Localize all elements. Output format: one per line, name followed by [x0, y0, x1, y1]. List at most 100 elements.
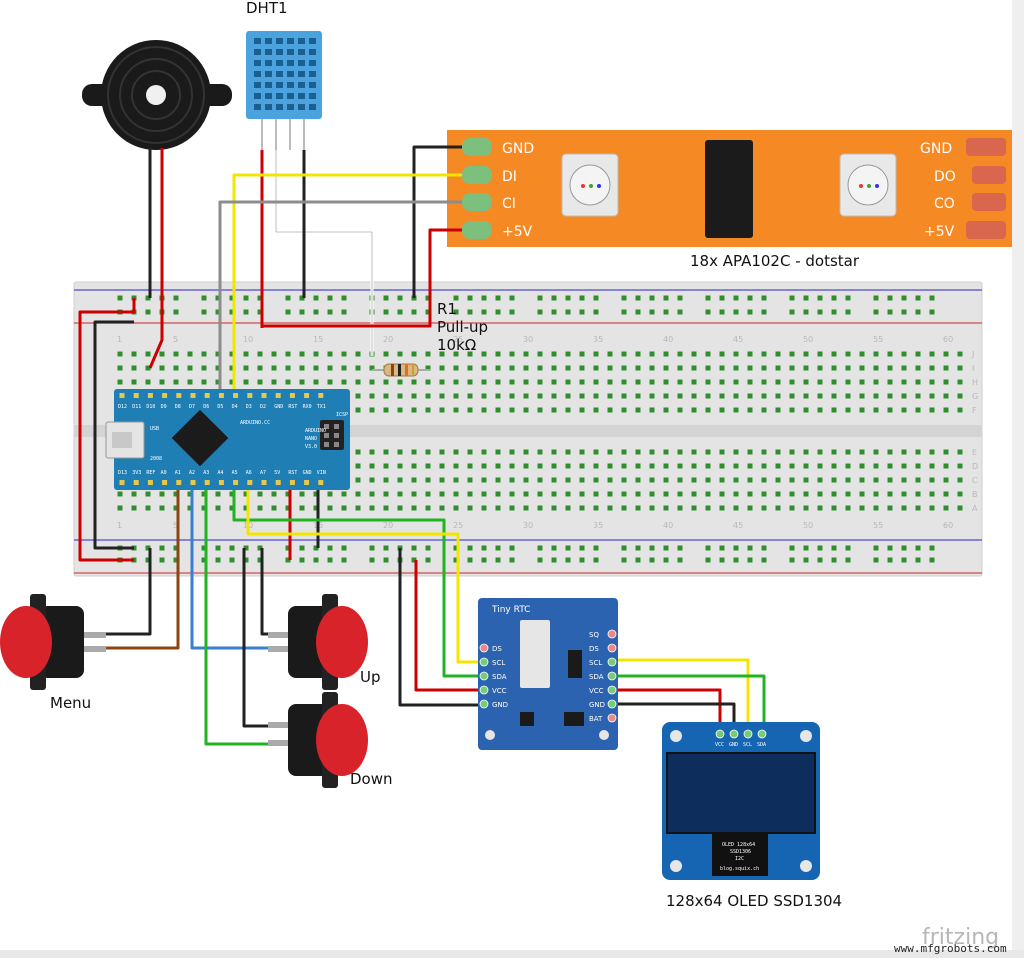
rail-hole	[509, 545, 515, 551]
bb-hole	[873, 407, 879, 413]
bb-hole	[327, 365, 333, 371]
wire-menu-signal	[100, 490, 180, 650]
rail-hole	[369, 557, 375, 563]
bottom-edge	[0, 950, 1024, 958]
dht-vent	[287, 38, 294, 44]
rail-hole	[397, 309, 403, 315]
rail-hole	[719, 557, 725, 563]
bb-hole	[677, 505, 683, 511]
button-lead	[268, 740, 294, 746]
rail-hole	[663, 309, 669, 315]
dht-sensor	[246, 31, 322, 150]
rtc-pin-label-right: DS	[589, 645, 599, 653]
bb-hole	[831, 477, 837, 483]
bb-hole	[369, 379, 375, 385]
bb-col-number-top: 25	[453, 335, 463, 344]
bb-hole	[257, 379, 263, 385]
bb-row-letter: F	[972, 406, 977, 415]
bb-hole	[565, 491, 571, 497]
rail-hole	[789, 557, 795, 563]
oled-caption: 128x64 OLED SSD1304	[666, 892, 842, 910]
bb-hole	[355, 407, 361, 413]
bb-hole	[607, 407, 613, 413]
bb-hole	[677, 379, 683, 385]
bb-hole	[677, 351, 683, 357]
bb-hole	[691, 365, 697, 371]
bb-hole	[691, 379, 697, 385]
bb-hole	[313, 491, 319, 497]
bb-hole	[299, 365, 305, 371]
bb-hole	[257, 491, 263, 497]
rtc-pin-left	[479, 657, 489, 667]
nano-pin	[162, 393, 168, 398]
bb-hole	[733, 351, 739, 357]
bb-hole	[775, 351, 781, 357]
rail-hole	[173, 309, 179, 315]
bb-col-number-bottom: 5	[173, 521, 178, 530]
wire-oled-gnd	[612, 702, 736, 730]
oled-mount-hole	[670, 730, 682, 742]
bb-hole	[719, 463, 725, 469]
bb-hole	[397, 491, 403, 497]
nano-pin	[190, 480, 196, 485]
bb-hole	[551, 379, 557, 385]
bb-hole	[649, 449, 655, 455]
bb-hole	[131, 491, 137, 497]
bb-hole	[733, 407, 739, 413]
bb-hole	[243, 351, 249, 357]
bb-hole	[117, 351, 123, 357]
bb-hole	[453, 393, 459, 399]
bb-hole	[719, 393, 725, 399]
rail-hole	[299, 295, 305, 301]
bb-hole	[229, 491, 235, 497]
bb-hole	[145, 351, 151, 357]
rtc-pin-label-right: VCC	[589, 687, 604, 695]
bb-hole	[747, 365, 753, 371]
bb-hole	[313, 379, 319, 385]
bb-hole	[593, 449, 599, 455]
nano-text-arduinocc: ARDUINO.CC	[240, 420, 270, 426]
bb-hole	[607, 351, 613, 357]
rtc-pin-label-right: SCL	[589, 659, 602, 667]
rail-hole	[201, 545, 207, 551]
rail-hole	[243, 557, 249, 563]
bb-hole	[187, 491, 193, 497]
bb-hole	[215, 491, 221, 497]
bb-hole	[733, 393, 739, 399]
bb-hole	[845, 449, 851, 455]
icsp-pin	[334, 442, 339, 447]
bb-hole	[719, 477, 725, 483]
bb-hole	[873, 365, 879, 371]
bb-hole	[369, 407, 375, 413]
rail-hole	[411, 545, 417, 551]
bb-hole	[565, 449, 571, 455]
bb-hole	[635, 477, 641, 483]
bb-hole	[803, 477, 809, 483]
nano-pin-label-top: RX0	[303, 404, 312, 410]
nano-pin-label-bottom: D13	[118, 470, 127, 476]
bb-hole	[929, 351, 935, 357]
bb-hole	[957, 393, 963, 399]
rail-hole	[215, 557, 221, 563]
nano-pin-label-bottom: A5	[232, 470, 238, 476]
rail-hole	[383, 295, 389, 301]
bb-hole	[425, 477, 431, 483]
bb-hole	[509, 407, 515, 413]
nano-pin	[133, 393, 139, 398]
rail-hole	[201, 309, 207, 315]
rail-hole	[831, 557, 837, 563]
scroll-edge	[1012, 0, 1024, 958]
rail-hole	[565, 557, 571, 563]
bb-hole	[565, 379, 571, 385]
nano-pin-label-top: D12	[118, 404, 127, 410]
bb-hole	[677, 463, 683, 469]
rtc-crystal	[564, 712, 584, 726]
bb-hole	[495, 393, 501, 399]
button-lead	[80, 632, 106, 638]
bb-hole	[173, 505, 179, 511]
rail-hole	[803, 545, 809, 551]
bb-hole	[761, 449, 767, 455]
bb-hole	[481, 505, 487, 511]
strip-pad-out-5v	[966, 221, 1006, 239]
rail-hole	[341, 309, 347, 315]
